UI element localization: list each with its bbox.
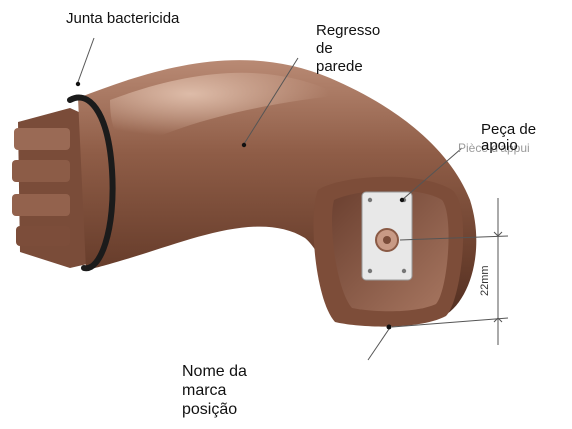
- wall-return-label: Regresso de parede: [316, 22, 380, 76]
- leader-brand: [367, 328, 390, 361]
- dimension-bottom-ext: [391, 317, 509, 328]
- brand-mark-dot: [386, 324, 392, 330]
- support-piece-line-1: Peça de: [481, 121, 537, 138]
- support-piece-line-2: apoio: [481, 137, 518, 154]
- wall-return-line-1: Regresso: [316, 22, 381, 39]
- dimension-top-ext: [399, 235, 509, 241]
- wall-return-line-3: parede: [316, 58, 363, 75]
- brand-mark-line-2: marca: [182, 382, 227, 399]
- support-plate: [361, 191, 413, 281]
- support-piece-label: Peça de apoio: [481, 122, 536, 154]
- leader-support: [401, 147, 463, 201]
- dimension-label: 22mm: [479, 265, 491, 296]
- leader-gasket: [77, 37, 95, 83]
- connector-end: [12, 108, 96, 268]
- leader-wall-return: [243, 57, 299, 145]
- brand-mark-line-3: posição: [182, 401, 238, 418]
- support-piece-fr-label: Pièce d'appui: [458, 141, 530, 155]
- brand-mark-line-1: Nome da: [182, 363, 247, 380]
- bactericidal-gasket: [67, 94, 116, 272]
- gasket-label: Junta bactericida: [66, 10, 180, 27]
- wall-return-line-2: de: [316, 40, 333, 57]
- brand-mark-label: Nome da marca posição: [182, 362, 247, 419]
